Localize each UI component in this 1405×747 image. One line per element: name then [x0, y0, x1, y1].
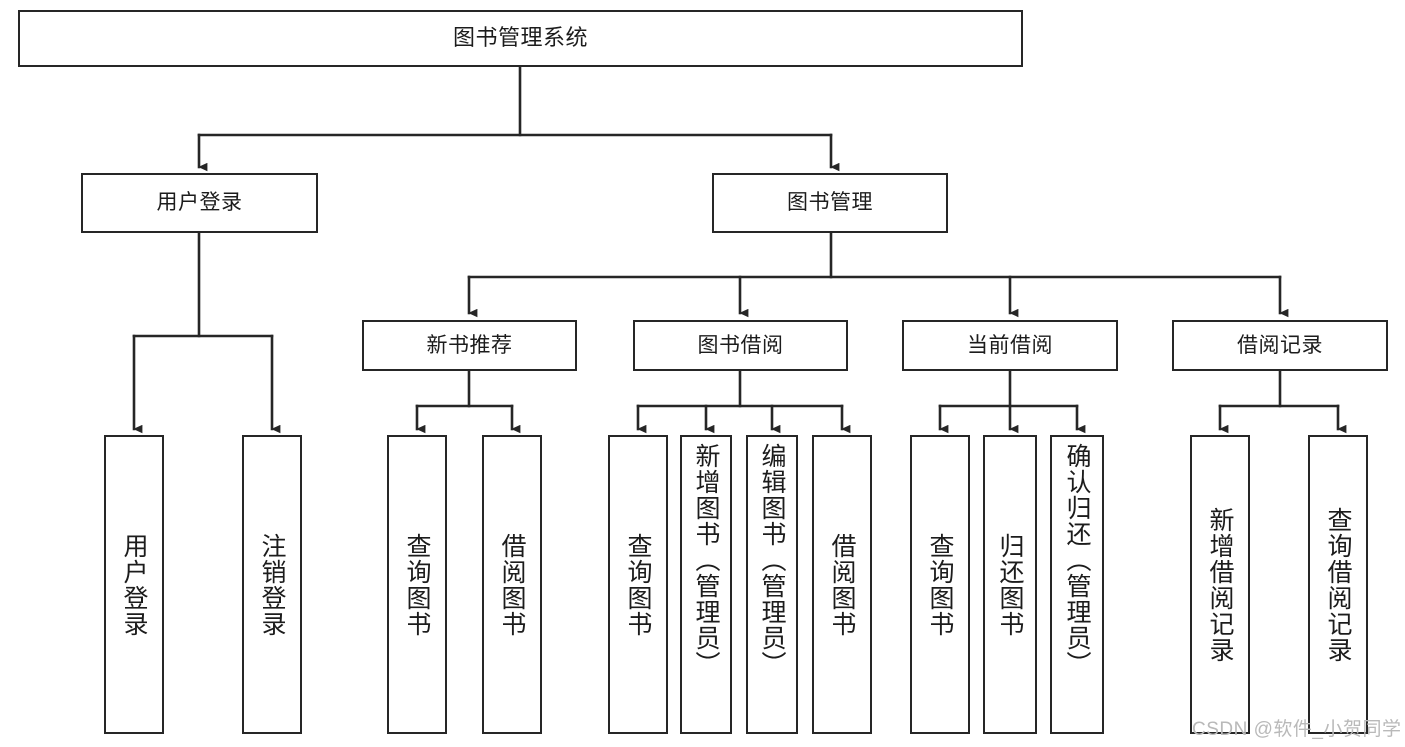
leaf-node-query-books-current[interactable]: 查询图书: [910, 435, 970, 734]
node-label: 新增借阅记录: [1206, 506, 1234, 663]
leaf-node-add-borrow-record[interactable]: 新增借阅记录: [1190, 435, 1250, 734]
node-label: 新增图书（管理员）: [692, 443, 720, 677]
leaf-node-borrow-books-borrow[interactable]: 借阅图书: [812, 435, 872, 734]
node-label: 新书推荐: [426, 333, 513, 357]
leaf-node-edit-book-admin[interactable]: 编辑图书（管理员）: [746, 435, 798, 734]
leaf-node-return-books[interactable]: 归还图书: [983, 435, 1037, 734]
leaf-node-query-books-newbook[interactable]: 查询图书: [387, 435, 447, 734]
node-label: 查询图书: [403, 532, 431, 637]
node-label: 图书管理: [787, 191, 873, 215]
node-label: 借阅图书: [498, 532, 526, 637]
node-user-login[interactable]: 用户登录: [81, 173, 318, 233]
node-label: 用户登录: [156, 191, 243, 215]
leaf-node-query-borrow-record[interactable]: 查询借阅记录: [1308, 435, 1368, 734]
node-label: 确认归还（管理员）: [1063, 443, 1091, 677]
node-label: 注销登录: [258, 532, 286, 637]
node-root-book-management-system[interactable]: 图书管理系统: [18, 10, 1023, 67]
node-label: 查询图书: [926, 532, 954, 637]
node-borrowing-records[interactable]: 借阅记录: [1172, 320, 1388, 371]
node-new-book-recommendation[interactable]: 新书推荐: [362, 320, 577, 371]
node-label: 用户登录: [120, 532, 148, 637]
leaf-node-logout[interactable]: 注销登录: [242, 435, 302, 734]
leaf-node-add-book-admin[interactable]: 新增图书（管理员）: [680, 435, 732, 734]
leaf-node-confirm-return-admin[interactable]: 确认归还（管理员）: [1050, 435, 1104, 734]
leaf-node-borrow-books-newbook[interactable]: 借阅图书: [482, 435, 542, 734]
node-label: 当前借阅: [967, 333, 1053, 357]
leaf-node-user-login[interactable]: 用户登录: [104, 435, 164, 734]
node-current-borrowing[interactable]: 当前借阅: [902, 320, 1118, 371]
node-label: 借阅记录: [1237, 333, 1323, 357]
node-label: 归还图书: [996, 532, 1024, 637]
node-label: 图书管理系统: [452, 25, 588, 51]
node-label: 编辑图书（管理员）: [758, 443, 786, 677]
leaf-node-query-books-borrow[interactable]: 查询图书: [608, 435, 668, 734]
node-book-borrowing[interactable]: 图书借阅: [633, 320, 848, 371]
node-label: 图书借阅: [697, 333, 784, 357]
node-label: 查询图书: [624, 532, 652, 637]
node-label: 借阅图书: [828, 532, 856, 637]
node-book-management[interactable]: 图书管理: [712, 173, 948, 233]
node-label: 查询借阅记录: [1324, 506, 1352, 663]
